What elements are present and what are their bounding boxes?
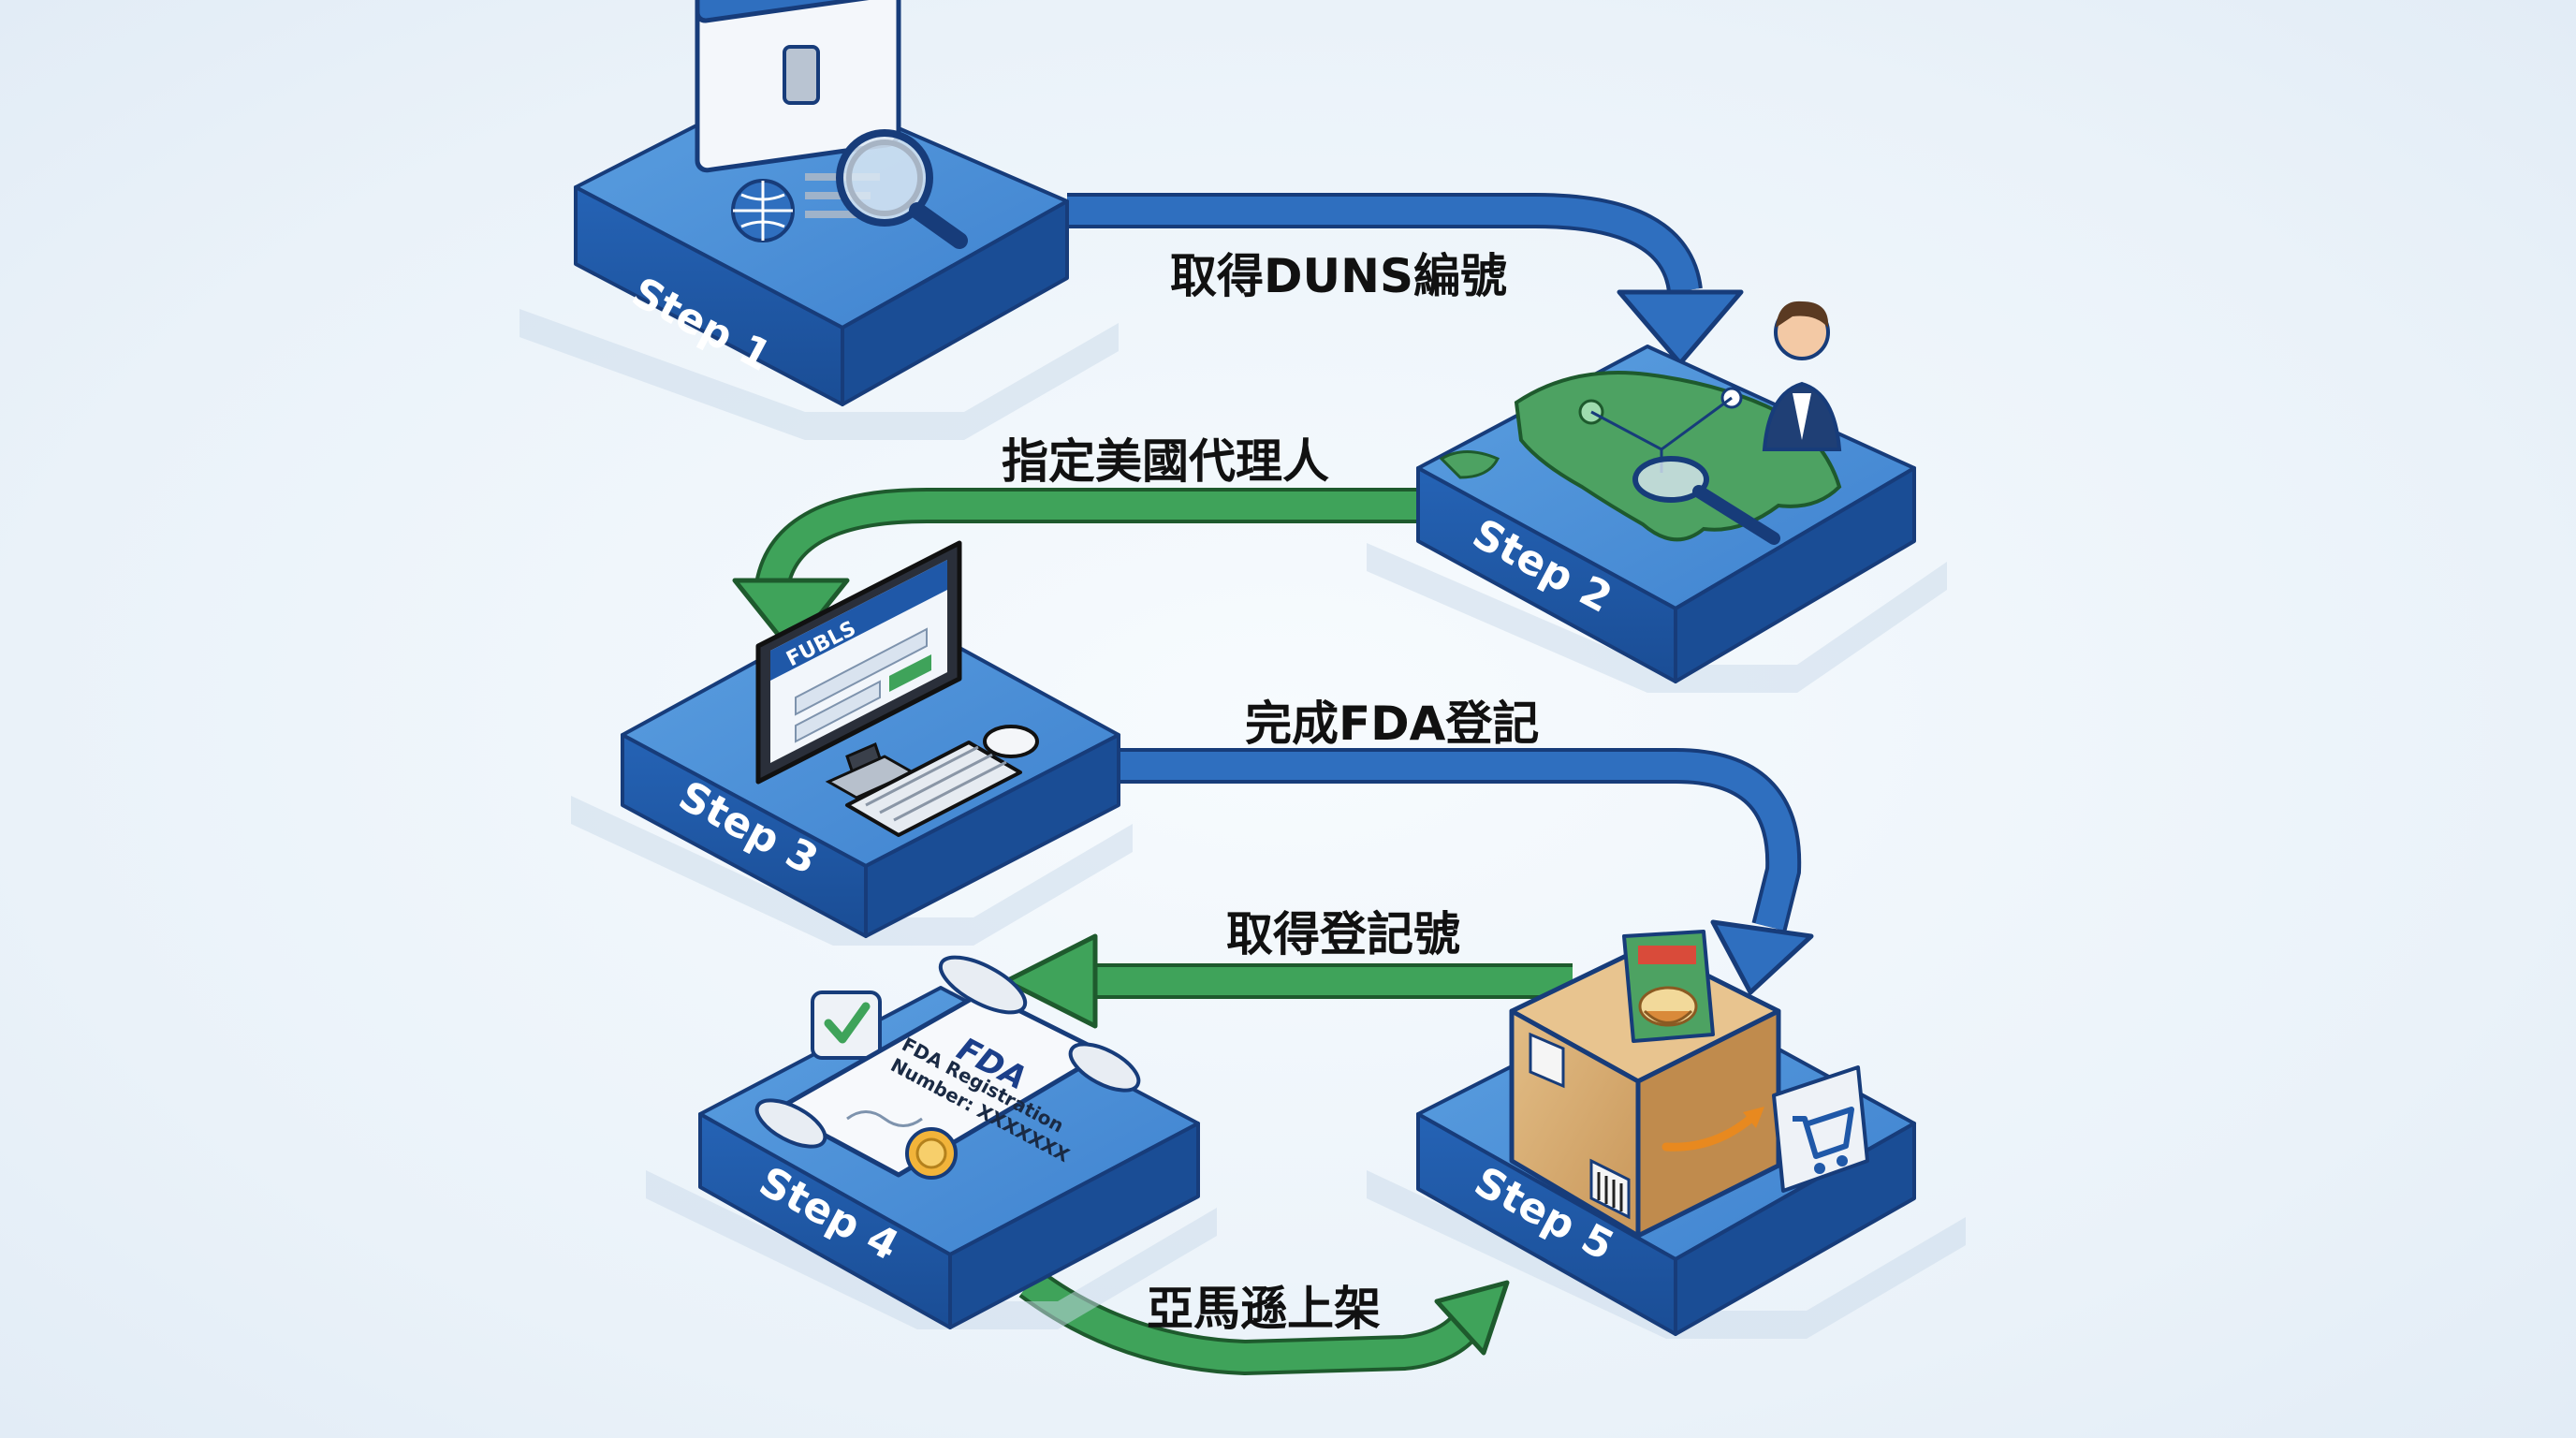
arrow-step3-to-step5 — [1114, 748, 1814, 995]
step-3: Step 3 FUBLS — [571, 540, 1133, 946]
step-4: Step 4 FDA FDA Registration Number: XXXX… — [646, 955, 1217, 1329]
package-cart-icon — [1509, 930, 1869, 1239]
flow-label-fda-registration: 完成FDA登記 — [1245, 697, 1539, 751]
id-card-magnifier-icon — [695, 0, 968, 249]
arrow-step2-to-step3 — [732, 488, 1423, 653]
step-1: Step 1 — [520, 0, 1119, 440]
arrow-step1-to-step2 — [1067, 193, 1744, 366]
computer-fubls-icon: FUBLS — [755, 540, 1039, 837]
flow-label-duns: 取得DUNS編號 — [1170, 249, 1507, 303]
flow-label-us-agent: 指定美國代理人 — [1002, 434, 1329, 489]
fda-certificate-icon: FDA FDA Registration Number: XXXXXXX — [754, 955, 1141, 1180]
us-map-agent-icon — [1439, 301, 1842, 545]
step-2: Step 2 — [1367, 301, 1947, 693]
flow-label-amazon-listing: 亞馬遜上架 — [1147, 1282, 1381, 1336]
flow-label-registration-number: 取得登記號 — [1226, 907, 1460, 961]
step-5: Step 5 — [1367, 930, 1966, 1339]
arrow-step5-to-step4 — [1003, 933, 1573, 1029]
